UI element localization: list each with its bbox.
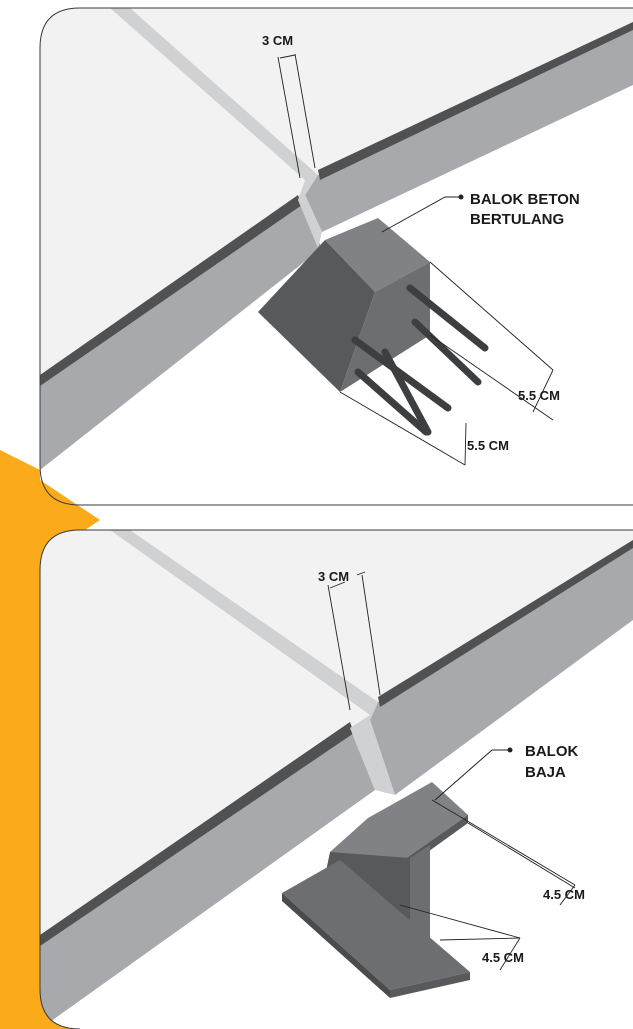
panel-concrete-beam: 3 CM BALOK BETON BERTULANG 5.5 CM 5.5 CM	[39, 7, 633, 506]
beam-label-line1-2: BALOK	[525, 743, 578, 760]
beam-label-line2: BERTULANG	[470, 211, 564, 228]
slab-left-side	[40, 200, 322, 470]
dim-label-b-2: 4.5 CM	[482, 950, 524, 965]
beam-block-side	[340, 262, 430, 392]
beam-block-front	[258, 240, 375, 392]
slab-right-side	[305, 28, 633, 232]
dim-label-a-2: 4.5 CM	[543, 887, 585, 902]
slab-left-groove-2	[40, 722, 354, 946]
depth-dimension-lines	[339, 261, 554, 466]
slab-right-groove-2	[378, 540, 633, 707]
slab-left-top	[40, 8, 305, 380]
ibeam-bottom-flange	[282, 860, 470, 990]
slab-left-top-2	[40, 530, 370, 940]
slab-right-groove	[318, 22, 633, 180]
slab-left-side-2	[40, 728, 375, 1029]
gap-label-2: 3 CM	[318, 569, 349, 584]
gap-label: 3 CM	[262, 33, 293, 48]
beam-label-line2-2: BAJA	[525, 764, 566, 781]
slab-right-top	[130, 8, 633, 175]
dim-label-a: 5.5 CM	[518, 388, 560, 403]
slab-gap-2	[110, 530, 395, 795]
gap-dimension-lines	[277, 53, 316, 179]
ibeam-bottom-flange-side	[390, 972, 470, 998]
beam-block-top	[325, 218, 430, 292]
depth-dimension-lines-2	[399, 799, 576, 971]
gap-dimension-lines-2	[327, 571, 381, 711]
slab-right-top-2	[130, 530, 633, 702]
beam-leader-line	[381, 194, 464, 233]
accent-shape	[0, 450, 100, 1029]
beam-leader-line-2	[434, 747, 513, 801]
dim-label-b: 5.5 CM	[467, 438, 509, 453]
slab-left-groove	[40, 195, 302, 386]
ibeam-bottom-flange-edge	[282, 893, 390, 998]
slab-right-side-2	[370, 545, 633, 795]
rebars	[351, 284, 489, 436]
beam-label-line1: BALOK BETON	[470, 191, 580, 208]
panel-steel-beam: 3 CM BALOK BAJA 4.5 CM 4.5 CM	[39, 529, 633, 1029]
